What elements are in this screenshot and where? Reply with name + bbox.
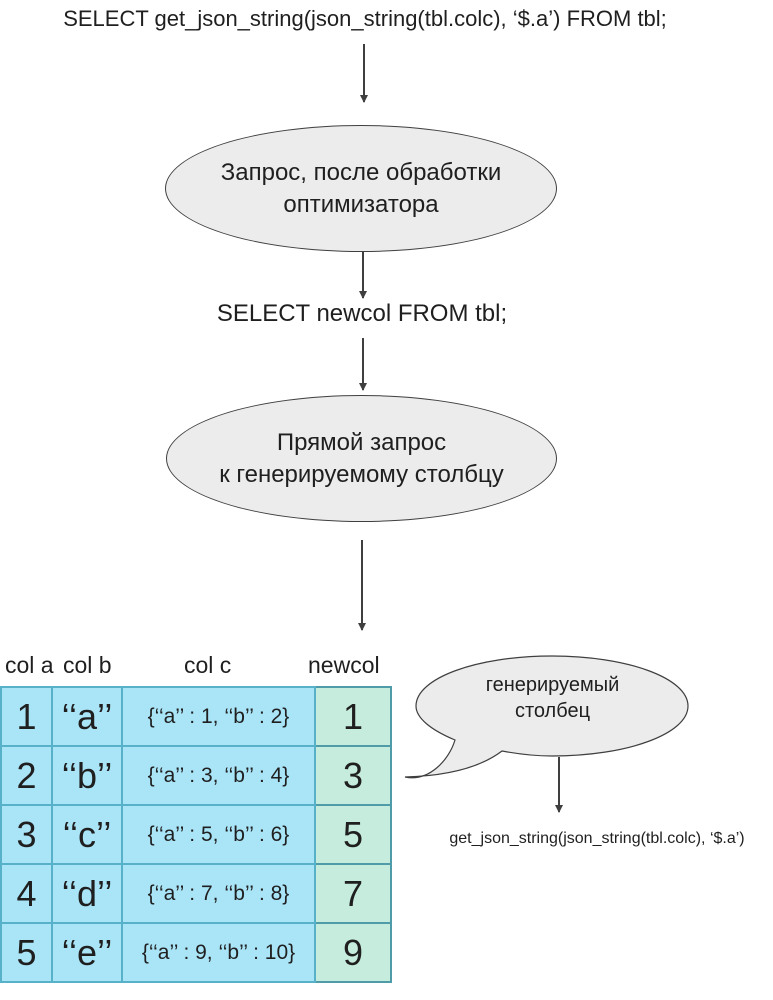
optimizer-step-node: Запрос, после обработки оптимизатора: [165, 125, 557, 252]
direct-query-step-line2: к генерируемому столбцу: [219, 460, 504, 488]
table-header-newcol: newcol: [308, 652, 380, 678]
cell-col-b: ‘‘e’’: [51, 922, 123, 983]
cell-col-a: 1: [0, 686, 53, 747]
table-row: 5 ‘‘e’’ {‘‘a’’ : 9, ‘‘b’’ : 10} 9: [0, 922, 392, 983]
direct-query-step-line1: Прямой запрос: [276, 429, 447, 457]
flow-arrow-down-icon: [361, 540, 363, 630]
table-row: 4 ‘‘d’’ {‘‘a’’ : 7, ‘‘b’’ : 8} 7: [0, 863, 392, 924]
cell-col-b: ‘‘c’’: [51, 804, 123, 865]
cell-col-b: ‘‘d’’: [51, 863, 123, 924]
rewritten-query-text: SELECT newcol FROM tbl;: [216, 300, 508, 327]
cell-col-a: 3: [0, 804, 53, 865]
flow-arrow-down-icon: [362, 338, 364, 390]
cell-col-a: 4: [0, 863, 53, 924]
cell-newcol: 7: [314, 863, 392, 924]
cell-col-a: 2: [0, 745, 53, 806]
generated-column-expression-text: get_json_string(json_string(tbl.colc), ‘…: [449, 830, 745, 847]
optimizer-step-line1: Запрос, после обработки: [220, 159, 502, 187]
speech-bubble-shape: [404, 655, 689, 779]
cell-col-a: 5: [0, 922, 53, 983]
callout-label: генерируемый столбец: [430, 672, 675, 724]
cell-col-c: {‘‘a’’ : 5, ‘‘b’’ : 6}: [121, 804, 316, 865]
cell-newcol: 9: [314, 922, 392, 983]
optimizer-step-line2: оптимизатора: [283, 190, 439, 218]
table-row: 3 ‘‘c’’ {‘‘a’’ : 5, ‘‘b’’ : 6} 5: [0, 804, 392, 865]
cell-col-c: {‘‘a’’ : 7, ‘‘b’’ : 8}: [121, 863, 316, 924]
table-header-col-c: col c: [184, 652, 232, 678]
cell-col-c: {‘‘a’’ : 3, ‘‘b’’ : 4}: [121, 745, 316, 806]
original-query-text: SELECT get_json_string(json_string(tbl.c…: [63, 6, 667, 31]
callout-line1: генерируемый: [485, 674, 620, 696]
table-row: 1 ‘‘a’’ {‘‘a’’ : 1, ‘‘b’’ : 2} 1: [0, 686, 392, 747]
direct-query-step-node: Прямой запрос к генерируемому столбцу: [166, 395, 557, 522]
flow-arrow-down-icon: [363, 44, 365, 102]
callout-arrow-down-icon: [558, 757, 560, 812]
result-table: 1 ‘‘a’’ {‘‘a’’ : 1, ‘‘b’’ : 2} 1 2 ‘‘b’’…: [0, 686, 392, 983]
cell-col-b: ‘‘b’’: [51, 745, 123, 806]
cell-col-c: {‘‘a’’ : 1, ‘‘b’’ : 2}: [121, 686, 316, 747]
table-row: 2 ‘‘b’’ {‘‘a’’ : 3, ‘‘b’’ : 4} 3: [0, 745, 392, 806]
table-header-col-b: col b: [63, 652, 112, 678]
callout-line2: столбец: [514, 700, 591, 722]
cell-newcol: 3: [314, 745, 392, 806]
cell-newcol: 1: [314, 686, 392, 747]
cell-col-c: {‘‘a’’ : 9, ‘‘b’’ : 10}: [121, 922, 316, 983]
flow-arrow-down-icon: [362, 252, 364, 298]
cell-col-b: ‘‘a’’: [51, 686, 123, 747]
cell-newcol: 5: [314, 804, 392, 865]
table-header-col-a: col a: [5, 652, 54, 678]
